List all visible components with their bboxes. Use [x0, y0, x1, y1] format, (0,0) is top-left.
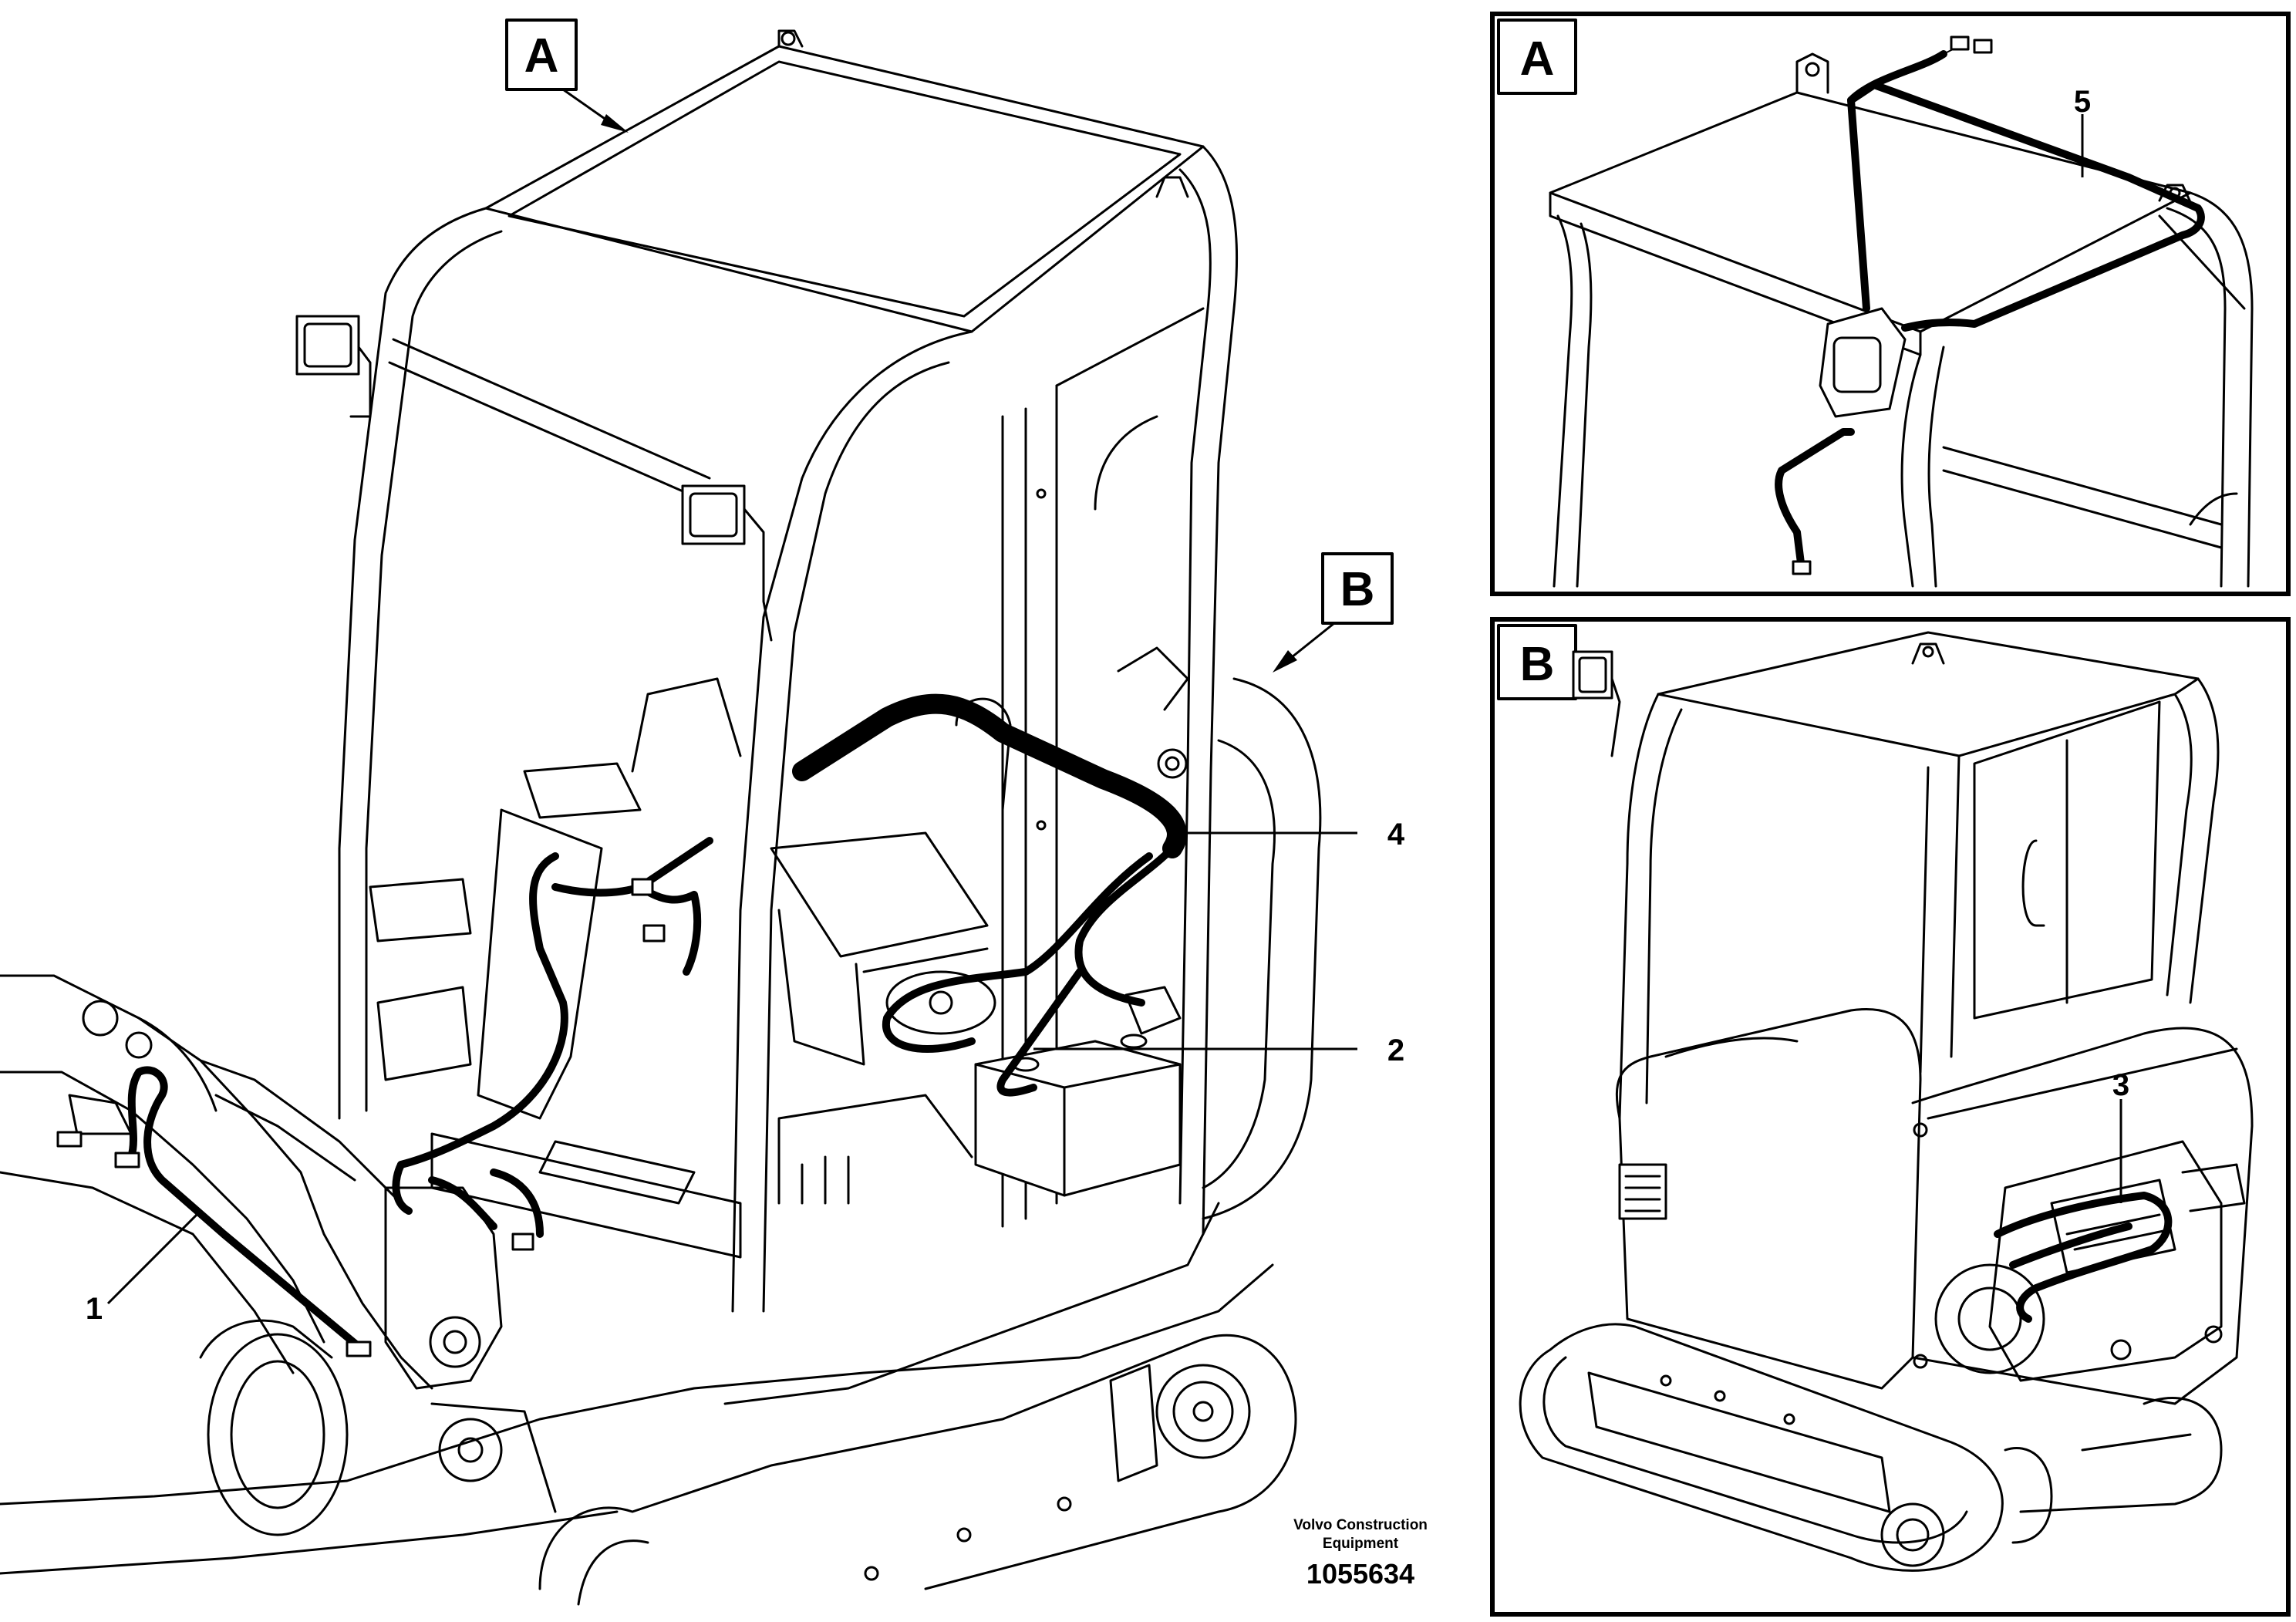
harness-frame [392, 1161, 544, 1238]
document-number: 1055634 [1306, 1558, 1414, 1590]
harness-cab [397, 837, 713, 1168]
undercarriage [0, 1263, 1297, 1606]
callout-4-label: 4 [1387, 818, 1405, 851]
callout-5-label: 5 [2074, 85, 2091, 119]
view-marker-b: B [1273, 552, 1394, 673]
callout-2-label: 2 [1387, 1034, 1404, 1067]
harness-1 [127, 1066, 366, 1354]
detail-b-label: B [1520, 638, 1555, 691]
cab-frame [338, 29, 1239, 1313]
boom-arm [0, 974, 557, 1513]
detail-view-b: B 3 [1490, 617, 2291, 1617]
harness-3 [1994, 1192, 2173, 1323]
harness-5-tail [1775, 428, 1855, 567]
view-marker-a: A [505, 19, 629, 133]
cab-interior [369, 415, 1189, 1259]
harness-4 [792, 693, 1187, 858]
credit-line-2: Equipment [1323, 1536, 1399, 1552]
work-lights [295, 315, 773, 642]
harness-4-branch [882, 845, 1176, 1097]
engine-hood [723, 677, 1322, 1405]
view-label-b: B [1340, 563, 1375, 616]
credit-line-1: Volvo Construction [1293, 1517, 1428, 1533]
callout-1: 1 [86, 1209, 202, 1326]
main-view: A B 1 2 4 Volvo Construction Equipment 1… [0, 19, 1428, 1606]
callout-4: 4 [1180, 818, 1405, 851]
view-label-a: A [524, 29, 559, 83]
callout-2: 2 [1033, 1034, 1404, 1067]
detail-view-a: A 5 [1490, 12, 2291, 596]
callout-3-label: 3 [2112, 1068, 2129, 1102]
harness-5 [1847, 81, 2205, 332]
callout-1-label: 1 [86, 1292, 103, 1326]
detail-a-label: A [1520, 32, 1555, 86]
